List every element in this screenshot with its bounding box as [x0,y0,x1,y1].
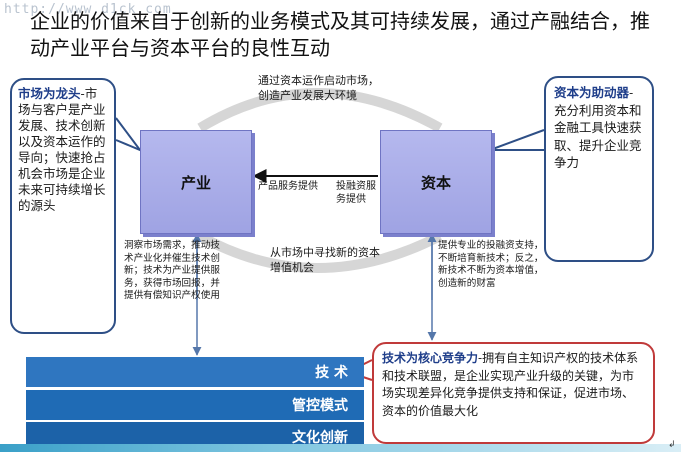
market-callout-title: 市场为龙头 [18,86,81,101]
capital-callout-title: 资本为助动器 [554,85,630,100]
headline: 企业的价值来自于创新的业务模式及其可持续发展，通过产融结合，推动产业平台与资本平… [30,9,650,60]
product-service-label: 产品服务提供 [258,181,318,192]
industry-label: 产业 [180,173,211,192]
capital-detail-text: 提供专业的投融资支持，不断培育新技术；反之，新技术不断为资本增值，创造新的财富 [438,240,544,289]
technology-callout-body: -拥有自主知识产权的技术体系和技术联盟，是企业实现产业升级的关键，为市场实现差异… [382,351,639,418]
capital-box: 资本 [380,130,492,234]
return-mark-icon: ↲ [668,440,676,450]
market-callout: 市场为龙头-市场与客户是产业发展、技术创新以及资本运作的导向；快速抢占机会市场是… [10,78,116,334]
capital-callout: 资本为助动器-充分利用资本和金融工具快速获取、提升企业竞争力 [544,76,654,262]
capital-label: 资本 [420,173,451,192]
market-callout-body: -市场与客户是产业发展、技术创新以及资本运作的导向；快速抢占机会市场是企业未来可… [18,86,106,213]
bottom-cycle-note: 从市场中寻找新的资本增值机会 [270,246,380,274]
top-cycle-note: 通过资本运作启动市场，创造产业发展大环境 [258,74,379,102]
watermark-text: http://www.d1ck.com [4,2,172,17]
bottom-cycle-arc [197,231,443,273]
top-cycle-arc [197,88,443,133]
band-technology-label: 技 术 [315,365,348,381]
band-management-mode: 管控模式 [26,390,364,420]
industry-detail-text: 洞察市场需求，推动技术产业化并催生技术创新；技术为产业提供服务，获得市场回报，并… [124,240,220,302]
industry-box: 产业 [140,130,252,234]
band-management-label: 管控模式 [292,398,348,414]
footer-strip [0,444,681,452]
band-technology: 技 术 [26,357,364,387]
technology-callout-title: 技术为核心竞争力 [382,351,479,365]
technology-callout: 技术为核心竞争力-拥有自主知识产权的技术体系和技术联盟，是企业实现产业升级的关键… [372,342,655,444]
capital-callout-body: -充分利用资本和金融工具快速获取、提升企业竞争力 [554,85,642,170]
band-culture-label: 文化创新 [292,430,348,446]
investment-service-label: 投融资服务提供 [336,181,376,205]
